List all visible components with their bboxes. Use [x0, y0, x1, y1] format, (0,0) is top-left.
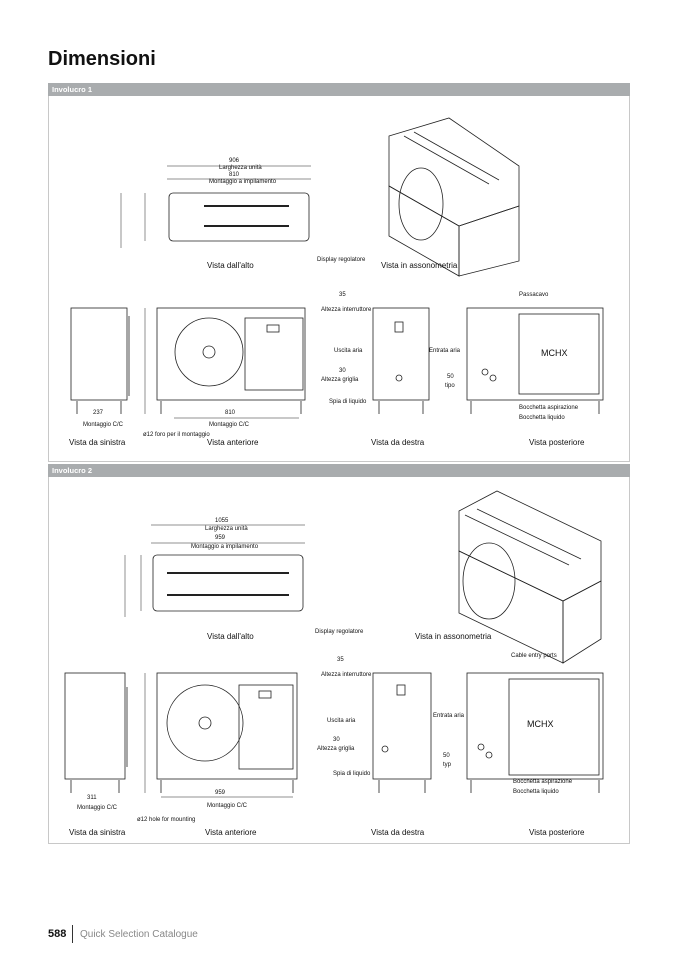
width-label: Larghezza unità	[219, 165, 262, 171]
display-label: Display regolatore	[317, 257, 366, 263]
cc-left: 237	[93, 410, 104, 416]
liquid-port: Bocchetta liquido	[519, 415, 565, 421]
section-bar-2: Involucro 2	[48, 464, 630, 477]
stack-label: Montaggio a impilamento	[191, 544, 259, 550]
width-total: 906	[229, 158, 240, 164]
caption-iso: Vista in assonometria	[415, 632, 492, 641]
right-view-outline	[372, 307, 430, 401]
caption-rear: Vista posteriore	[529, 438, 585, 447]
switch-height: 35	[339, 292, 346, 298]
drawing-involucro-1: 906 Larghezza unità 810 Montaggio a impi…	[69, 117, 604, 447]
width-label: Larghezza unità	[205, 526, 248, 532]
cc-left-label: Montaggio C/C	[83, 422, 124, 428]
section-bar-1: Involucro 1	[48, 83, 630, 96]
drawing-involucro-2: 1055 Larghezza unità 959 Montaggio a imp…	[64, 490, 604, 837]
coil-label: MCHX	[541, 348, 568, 358]
suction-port: Bocchetta aspirazione	[513, 779, 573, 785]
front-view-outline	[156, 307, 306, 401]
grid-label: Altezza griglia	[317, 746, 355, 752]
air-out: Uscita aria	[327, 718, 356, 724]
suction-port: Bocchetta aspirazione	[519, 405, 579, 411]
typ-label: tipo	[445, 383, 455, 389]
top-view-outline	[152, 554, 304, 612]
caption-front: Vista anteriore	[207, 438, 259, 447]
caption-right: Vista da destra	[371, 438, 425, 447]
coil-label: MCHX	[527, 719, 554, 729]
switch-height: 35	[337, 657, 344, 663]
stack-label: Montaggio a impilamento	[209, 179, 277, 185]
cc-left: 311	[87, 795, 97, 801]
typ-value: 50	[447, 374, 454, 380]
switch-label: Altezza interruttore	[321, 307, 372, 313]
cc-front: 959	[215, 790, 226, 796]
air-out: Uscita aria	[334, 348, 363, 354]
cc-front-label: Montaggio C/C	[207, 803, 248, 809]
caption-right: Vista da destra	[371, 828, 425, 837]
left-view-outline	[70, 307, 128, 401]
air-in: Entrata aria	[429, 348, 461, 354]
section-panel-1: 906 Larghezza unità 810 Montaggio a impi…	[48, 96, 630, 462]
caption-top: Vista dall'alto	[207, 261, 254, 270]
display-label: Display regolatore	[315, 629, 364, 635]
air-in: Entrata aria	[433, 713, 465, 719]
mount-hole: ø12 foro per il montaggio	[143, 432, 210, 438]
cc-left-label: Montaggio C/C	[77, 805, 118, 811]
page-number: 588	[48, 928, 67, 940]
cable-entry: Cable entry ports	[511, 653, 557, 659]
sight-glass: Spia di liquido	[329, 399, 367, 405]
typ-label: typ	[443, 762, 452, 768]
mount-hole: ø12 hole for mounting	[137, 817, 195, 823]
caption-iso: Vista in assonometria	[381, 261, 458, 270]
grid-height: 30	[333, 737, 340, 743]
stack-width: 810	[229, 172, 240, 178]
cc-front-label: Montaggio C/C	[209, 422, 250, 428]
switch-label: Altezza interruttore	[321, 672, 372, 678]
left-view-outline	[64, 672, 126, 780]
grid-height: 30	[339, 368, 346, 374]
caption-front: Vista anteriore	[205, 828, 257, 837]
grid-label: Altezza griglia	[321, 377, 359, 383]
page-title: Dimensioni	[48, 48, 156, 70]
iso-top	[388, 117, 520, 227]
cable-entry: Passacavo	[519, 292, 549, 298]
liquid-port: Bocchetta liquido	[513, 789, 559, 795]
footer-catalogue: Quick Selection Catalogue	[80, 929, 198, 940]
right-view-outline	[372, 672, 432, 780]
rear-view-outline	[466, 672, 604, 780]
caption-top: Vista dall'alto	[207, 632, 254, 641]
rear-view-outline	[466, 307, 604, 401]
typ-value: 50	[443, 753, 450, 759]
caption-rear: Vista posteriore	[529, 828, 585, 837]
sight-glass: Spia di liquido	[333, 771, 371, 777]
front-view-outline	[156, 672, 298, 780]
caption-left: Vista da sinistra	[69, 438, 126, 447]
top-view-outline	[168, 192, 310, 242]
stack-width: 959	[215, 535, 226, 541]
footer-divider	[72, 925, 73, 943]
cc-front: 810	[225, 410, 236, 416]
caption-left: Vista da sinistra	[69, 828, 126, 837]
width-total: 1055	[215, 518, 229, 524]
section-panel-2: 1055 Larghezza unità 959 Montaggio a imp…	[48, 477, 630, 844]
